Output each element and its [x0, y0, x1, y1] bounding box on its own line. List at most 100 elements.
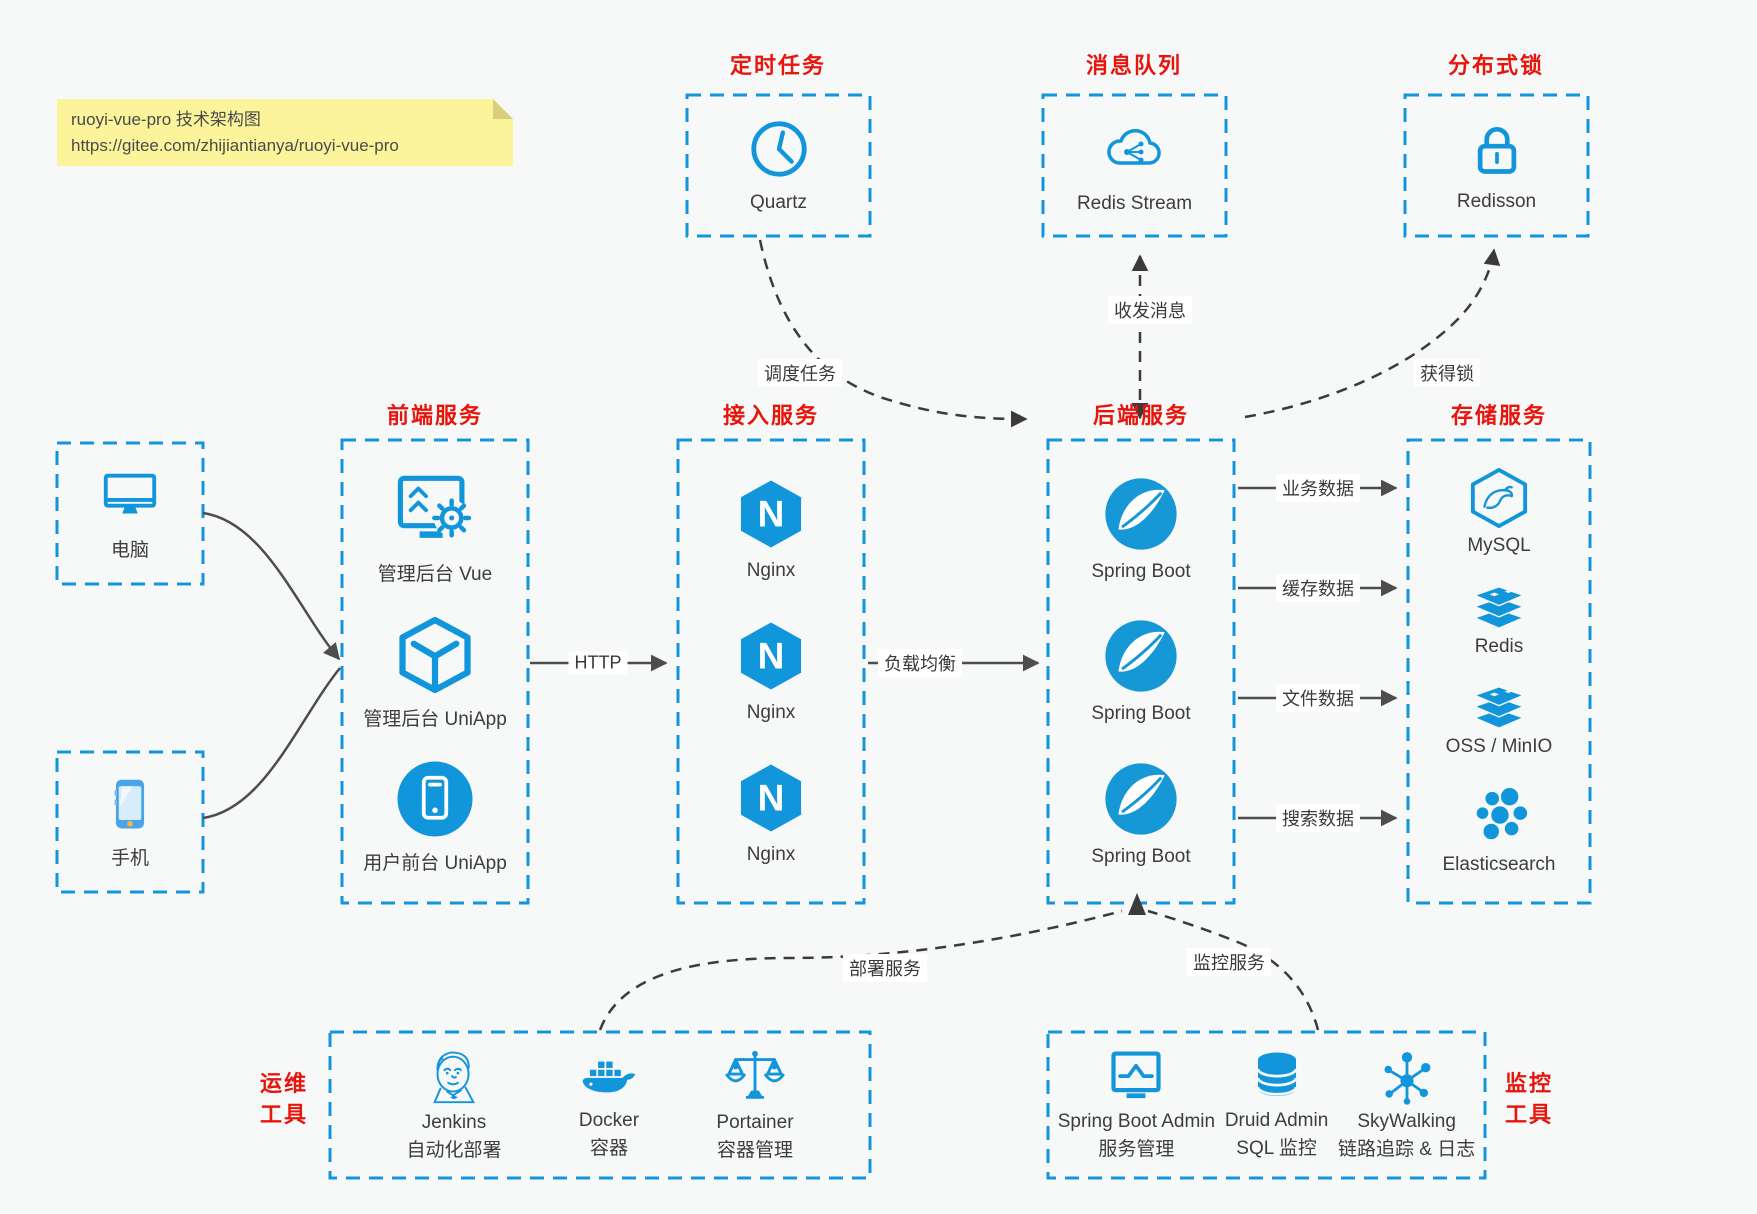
node-admin-uniapp: 管理后台 UniApp — [363, 615, 507, 731]
node-desc: SQL 监控 — [1236, 1138, 1317, 1159]
mobile-app-icon — [395, 759, 475, 839]
node-druid-admin: Druid Admin SQL 监控 — [1225, 1048, 1328, 1161]
node-desc: 容器管理 — [716, 1140, 793, 1161]
spring-icon — [1103, 476, 1179, 552]
node-name: Portainer — [716, 1112, 794, 1134]
title-line: 监控 — [1504, 1071, 1553, 1096]
client-phone: 手机 — [57, 752, 203, 892]
group-backend: Spring Boot Spring Boot Spring Boot — [1048, 440, 1234, 903]
node-desc: 服务管理 — [1098, 1139, 1175, 1160]
note-url: https://gitee.com/zhijiantianya/ruoyi-vu… — [71, 136, 399, 156]
node-name: Jenkins — [421, 1112, 487, 1134]
phone-icon — [100, 775, 160, 835]
node-label: 管理后台 UniApp — [363, 708, 507, 730]
node-label: Elasticsearch — [1442, 853, 1556, 875]
group-storage: MySQL Redis OSS / MinIO Elasticsearch — [1408, 440, 1590, 903]
jenkins-icon — [423, 1046, 485, 1108]
node-skywalking: SkyWalking 链路追踪 & 日志 — [1338, 1047, 1475, 1162]
node-label: Spring Boot — [1091, 845, 1191, 867]
group-title-distributed-lock: 分布式锁 — [1447, 53, 1545, 78]
edge-label-cache-data: 缓存数据 — [1276, 574, 1360, 602]
title-line: 运维 — [259, 1071, 308, 1096]
node-spring-boot: Spring Boot — [1091, 761, 1191, 868]
group-message-queue: Redis Stream — [1043, 95, 1226, 236]
title-line: 工具 — [1504, 1102, 1553, 1128]
node-label: 电脑 — [110, 540, 149, 561]
docker-icon — [578, 1048, 640, 1106]
node-label: Nginx — [746, 560, 796, 581]
edge-label-search-data: 搜索数据 — [1276, 804, 1360, 832]
node-desc: 链路追踪 & 日志 — [1338, 1139, 1476, 1160]
node-jenkins: Jenkins 自动化部署 — [406, 1046, 501, 1163]
node-name: Docker — [578, 1110, 640, 1132]
cloud-stream-icon — [1103, 117, 1167, 181]
group-frontend: 管理后台 Vue 管理后台 UniApp 用户前台 UniApp — [342, 440, 528, 903]
redis-stack-icon — [1469, 585, 1529, 630]
edge-label-business-data: 业务数据 — [1276, 474, 1360, 502]
nginx-icon — [734, 619, 808, 693]
group-title-message-queue: 消息队列 — [1085, 53, 1183, 78]
group-scheduled-tasks: Quartz — [687, 95, 870, 236]
clock-icon — [748, 118, 810, 180]
portainer-icon — [724, 1046, 786, 1108]
group-title-frontend: 前端服务 — [386, 403, 484, 428]
node-spring-boot: Spring Boot — [1091, 476, 1191, 583]
node-redis: Redis — [1469, 585, 1529, 658]
skywalking-icon — [1377, 1047, 1437, 1107]
spring-boot-admin-icon — [1105, 1047, 1167, 1107]
client-desktop: 电脑 — [57, 443, 203, 584]
sticky-note: ruoyi-vue-pro 技术架构图 https://gitee.com/zh… — [57, 99, 513, 166]
cube-icon — [395, 615, 475, 695]
node-nginx: Nginx — [734, 477, 808, 582]
group-title-scheduled-tasks: 定时任务 — [729, 53, 827, 78]
node-mysql: MySQL — [1467, 467, 1531, 557]
title-line: 工具 — [259, 1102, 308, 1128]
node-admin-vue: 管理后台 Vue — [378, 468, 492, 586]
group-monitoring-tools: Spring Boot Admin 服务管理 Druid Admin SQL 监… — [1048, 1032, 1485, 1178]
druid-icon — [1248, 1048, 1306, 1106]
node-user-uniapp: 用户前台 UniApp — [363, 759, 507, 875]
elasticsearch-icon — [1468, 786, 1530, 848]
edge-label-http: HTTP — [568, 651, 628, 675]
node-label: Spring Boot — [1091, 703, 1191, 724]
edge-label-deploy: 部署服务 — [843, 954, 927, 982]
node-label: 管理后台 Vue — [377, 564, 493, 586]
edge-label-message: 收发消息 — [1108, 296, 1192, 324]
group-distributed-lock: Redisson — [1405, 95, 1588, 236]
node-label: Redisson — [1456, 190, 1537, 212]
group-title-monitoring-tools: 监控 工具 — [1499, 1068, 1559, 1130]
node-desc: 容器 — [589, 1138, 628, 1159]
node-label: Spring Boot — [1091, 560, 1191, 582]
node-name: Spring Boot Admin — [1057, 1111, 1216, 1133]
node-nginx: Nginx — [734, 619, 808, 724]
node-portainer: Portainer 容器管理 — [716, 1046, 794, 1163]
node-label: Redis Stream — [1076, 192, 1193, 214]
node-label: OSS / MinIO — [1445, 736, 1553, 758]
group-title-storage: 存储服务 — [1450, 403, 1548, 428]
group-gateway: Nginx Nginx Nginx — [678, 440, 864, 903]
edge-label-lock: 获得锁 — [1414, 359, 1480, 387]
node-oss-minio: OSS / MinIO — [1445, 685, 1553, 758]
group-title-backend: 后端服务 — [1092, 403, 1190, 428]
node-label: Nginx — [746, 702, 796, 723]
edge-label-monitor: 监控服务 — [1187, 948, 1271, 976]
redis-stack-icon — [1469, 685, 1529, 730]
spring-icon — [1103, 761, 1179, 837]
node-desc: 自动化部署 — [406, 1140, 502, 1161]
group-title-gateway: 接入服务 — [722, 403, 820, 428]
edge-label-load-balance: 负载均衡 — [878, 649, 962, 677]
node-label: 手机 — [110, 847, 149, 869]
group-ops-tools: Jenkins 自动化部署 Docker 容器 Portainer 容器管理 — [330, 1032, 870, 1178]
edge-label-schedule: 调度任务 — [758, 359, 842, 387]
lock-icon — [1467, 119, 1527, 179]
note-title: ruoyi-vue-pro 技术架构图 — [71, 110, 261, 129]
node-label: Redis — [1474, 635, 1524, 657]
edge-label-file-data: 文件数据 — [1276, 684, 1360, 712]
spring-icon — [1103, 618, 1179, 694]
node-elasticsearch: Elasticsearch — [1443, 786, 1556, 876]
nginx-icon — [734, 761, 808, 835]
group-title-ops-tools: 运维 工具 — [254, 1068, 314, 1130]
node-spring-boot: Spring Boot — [1091, 618, 1191, 725]
node-label: 用户前台 UniApp — [363, 852, 507, 874]
